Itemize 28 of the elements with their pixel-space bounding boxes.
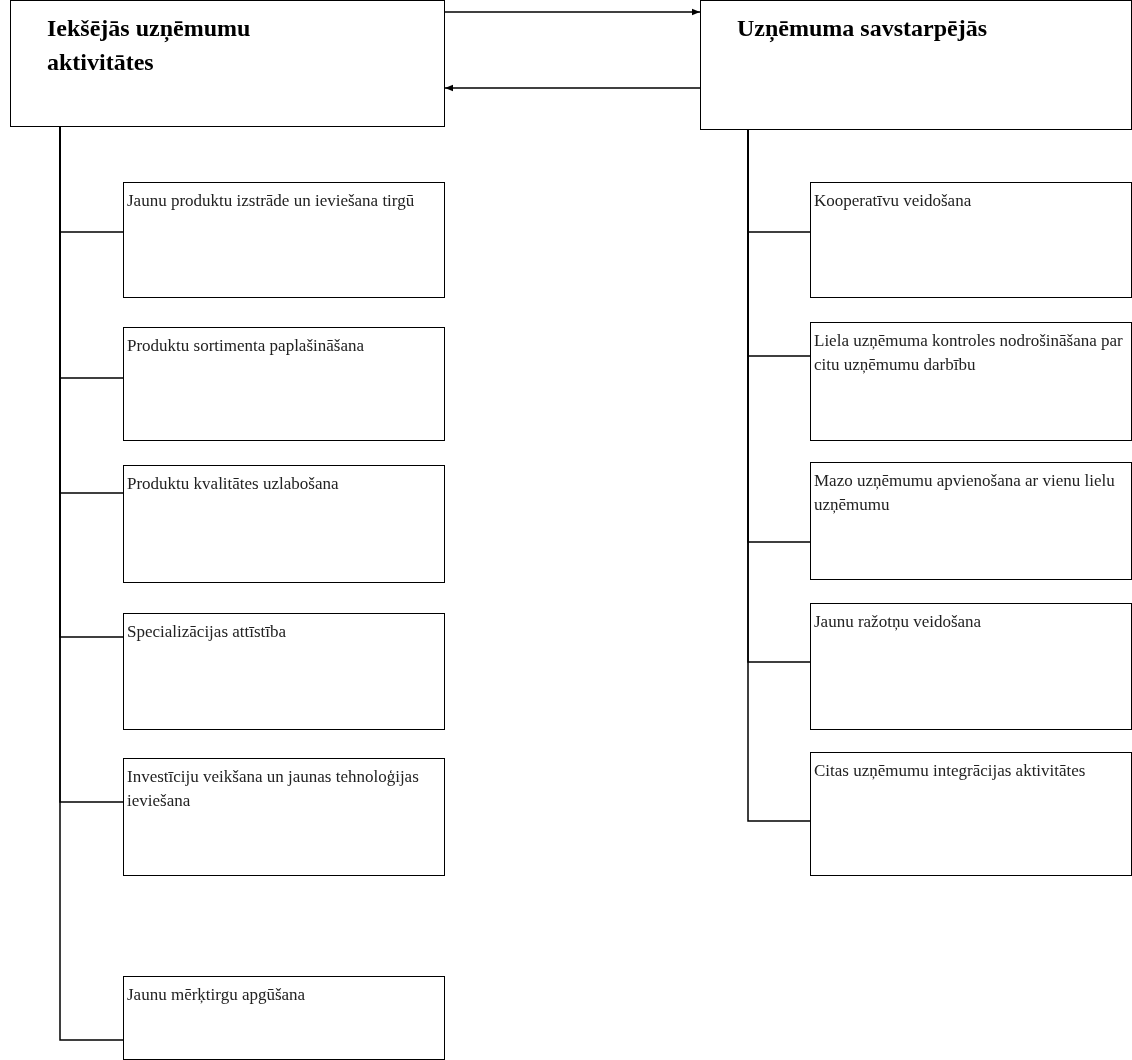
activity-text: Jaunu mērķtirgu apgūšana: [127, 984, 307, 1006]
activity-text: Produktu kvalitātes uzlabošana: [127, 473, 340, 495]
activity-box: [123, 465, 445, 583]
activity-text: Jaunu produktu izstrāde un ieviešana tirgū: [127, 190, 416, 212]
activity-box: [810, 182, 1132, 298]
activity-text: Kooperatīvu veidošana: [814, 190, 973, 212]
activity-text: Liela uzņēmuma kontroles nodrošināšana par citu uzņēmumu darbību: [814, 330, 1124, 376]
arrow: [444, 8, 701, 16]
activity-box: [123, 327, 445, 441]
activity-text: Investīciju veikšana un jaunas tehnoloģijas ieviešana: [127, 766, 420, 812]
category-title: Iekšējās uzņēmumu aktivitātes: [47, 14, 252, 77]
activity-box: [123, 182, 445, 298]
activity-text: Mazo uzņēmumu apvienošana ar vienu lielu uzņēmumu: [814, 470, 1116, 516]
arrow: [444, 84, 701, 92]
activity-text: Specializācijas attīstība: [127, 621, 288, 643]
activity-box: [810, 603, 1132, 730]
activity-box: [810, 462, 1132, 580]
activity-box: [810, 752, 1132, 876]
category-title: Uzņēmuma savstarpējās: [737, 14, 988, 44]
activity-box: [123, 613, 445, 730]
activity-text: Produktu sortimenta paplašināšana: [127, 335, 365, 357]
activity-box: [123, 976, 445, 1060]
category-box: [700, 0, 1132, 130]
category-box: [10, 0, 445, 127]
activity-text: Citas uzņēmumu integrācijas aktivitātes: [814, 760, 1087, 782]
activity-box: [123, 758, 445, 876]
activity-text: Jaunu ražotņu veidošana: [814, 611, 983, 633]
activity-box: [810, 322, 1132, 441]
